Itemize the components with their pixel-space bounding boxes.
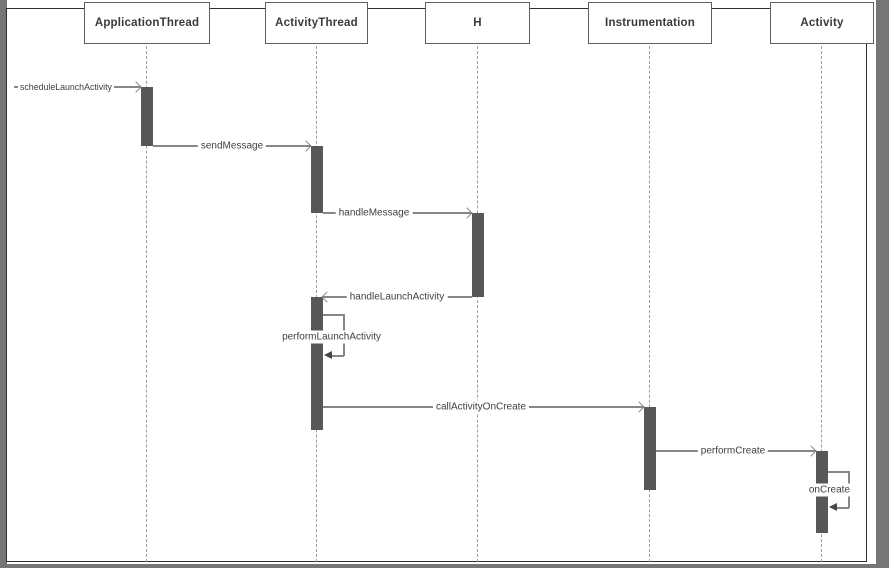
lifeline-activity [821,46,822,562]
activation-bar-application-thread [141,87,153,146]
participant-label: H [473,17,482,29]
message-label-send-message: sendMessage [197,139,267,153]
participant-label: ActivityThread [275,17,358,29]
participant-label: ApplicationThread [94,17,200,29]
lifeline-application-thread [146,46,147,562]
message-label-handle-launch-activity: handleLaunchActivity [346,290,448,304]
participant-label: Activity [800,17,844,29]
participant-instrumentation: Instrumentation [588,2,712,44]
participant-h: H [425,2,530,44]
message-label-handle-message: handleMessage [335,206,413,220]
self-message-line-perform-launch-activity [323,314,344,316]
message-label-perform-create: performCreate [697,444,769,458]
participant-application-thread: ApplicationThread [84,2,210,44]
lifeline-h [477,46,478,562]
message-label-on-create: onCreate [805,483,853,497]
self-message-line-on-create [836,507,849,509]
message-label-schedule-launch-activity: scheduleLaunchActivity [18,81,114,93]
participant-label: Instrumentation [605,17,695,29]
message-label-call-activity-on-create: callActivityOnCreate [432,400,530,414]
self-message-line-perform-launch-activity [331,355,344,357]
participant-activity: Activity [770,2,874,44]
activation-bar-activity-thread-1 [311,146,323,213]
activation-bar-instrumentation [644,407,656,490]
arrowhead [324,351,332,359]
self-message-line-on-create [828,471,849,473]
message-label-perform-launch-activity: performLaunchActivity [279,330,384,344]
arrowhead [829,503,837,511]
activation-bar-activity-thread-2 [311,297,323,430]
participant-activity-thread: ActivityThread [265,2,368,44]
lifeline-instrumentation [649,46,650,562]
activation-bar-h [472,213,484,297]
